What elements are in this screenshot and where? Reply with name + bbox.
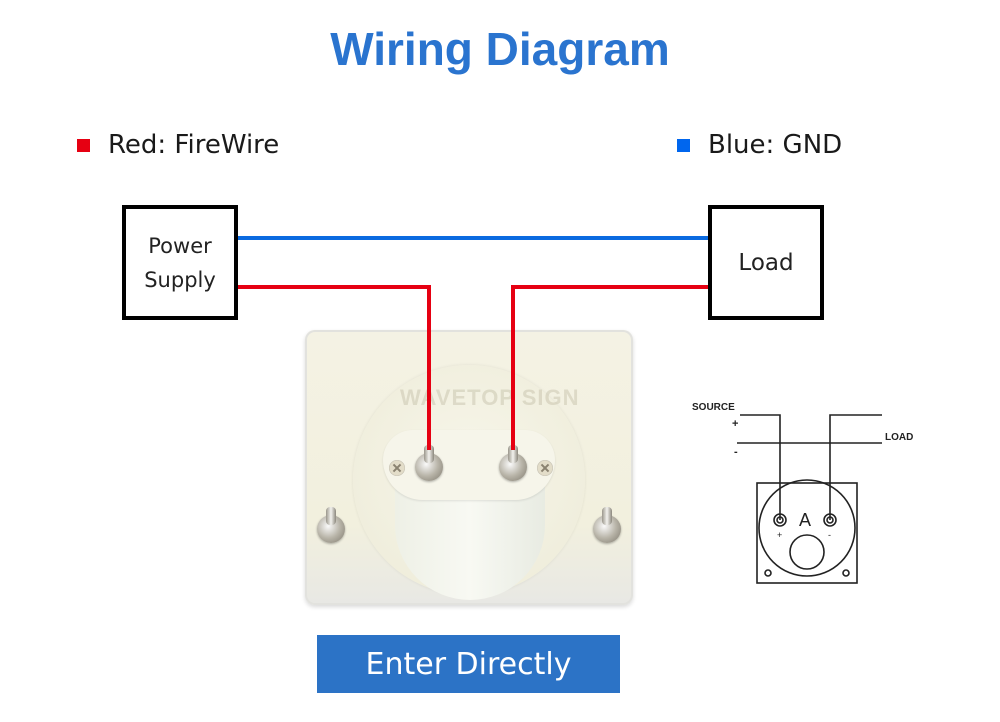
schematic-source-plus-wire (740, 414, 781, 520)
ammeter-schematic: SOURCE + - LOAD A + - (692, 402, 913, 584)
red-wire-to-load (511, 285, 708, 289)
terminal-post-left (415, 445, 443, 481)
mount-post-right (593, 507, 621, 543)
page-title: Wiring Diagram (330, 23, 670, 75)
red-swatch-icon (77, 138, 90, 152)
schematic-meter-symbol: A (799, 510, 811, 530)
schematic-hole-left (764, 569, 772, 577)
legend-red-label: Red: FireWire (108, 130, 280, 160)
blue-wire (238, 236, 708, 240)
schematic-terminal-plus (773, 513, 787, 527)
screw-right (537, 460, 553, 476)
schematic-terminal-minus (823, 513, 837, 527)
red-wire-to-terminal-right (511, 285, 515, 450)
schematic-terminal-minus-label: - (828, 530, 831, 540)
screw-left (389, 460, 405, 476)
schematic-meter-frame (756, 482, 858, 584)
legend-red: Red: FireWire (77, 130, 279, 160)
legend-blue: Blue: GND (677, 130, 842, 160)
schematic-load-wire (829, 414, 882, 520)
load-box: Load (708, 205, 824, 320)
schematic-hole-right (842, 569, 850, 577)
mount-post-left (317, 507, 345, 543)
load-label: Load (738, 249, 794, 276)
power-supply-line1: Power (148, 233, 212, 258)
schematic-terminal-plus-label: + (777, 530, 782, 540)
schematic-load-label: LOAD (885, 432, 913, 443)
schematic-source-label: SOURCE (692, 402, 735, 413)
legend-blue-label: Blue: GND (708, 130, 843, 160)
red-wire-from-supply (238, 285, 431, 289)
power-supply-box: Power Supply (122, 205, 238, 320)
schematic-minus: - (734, 446, 738, 458)
blue-swatch-icon (677, 138, 690, 152)
ammeter-photo: WAVETOP SIGN (305, 330, 633, 605)
schematic-plus: + (732, 418, 738, 430)
schematic-hub (789, 534, 825, 570)
enter-directly-button[interactable]: Enter Directly (317, 635, 620, 693)
red-wire-to-terminal-left (427, 285, 431, 450)
power-supply-line2: Supply (144, 267, 216, 292)
schematic-dial (758, 479, 856, 577)
terminal-plate (383, 430, 555, 500)
terminal-post-right (499, 445, 527, 481)
